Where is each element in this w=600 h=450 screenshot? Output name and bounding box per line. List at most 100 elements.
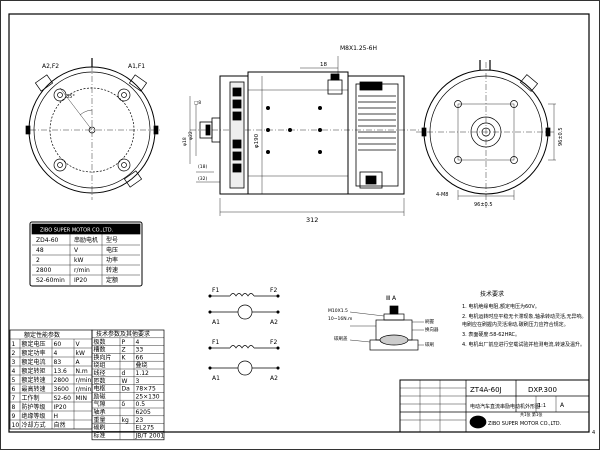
tech-req-title: 技术要求 <box>480 290 504 298</box>
spec-table-cell: 9 <box>12 413 16 420</box>
spec-table-cell: A <box>76 359 81 366</box>
nameplate-cell: ZD4-60 <box>36 237 59 244</box>
title-block <box>399 379 590 433</box>
nameplate-cell: 串励电机 <box>74 236 98 244</box>
spec-table-cell: S2-60 <box>54 395 72 402</box>
nameplate-cell: S2-60min <box>36 277 65 284</box>
param-table-cell: 重量 <box>94 416 106 424</box>
spec-table-cell: 额定电流 <box>22 358 46 366</box>
front-terminal-left: A2,F2 <box>42 63 59 70</box>
param-table-cell: Da <box>122 386 131 393</box>
param-table-cell: 33 <box>136 347 144 354</box>
param-table-cell: JB/T 2001 <box>135 432 165 439</box>
param-table-cell: 23 <box>136 417 144 424</box>
title-scale: 1:1 <box>538 403 546 409</box>
nameplate-cell: 功率 <box>106 256 118 264</box>
tech-req-0: 1. 电机绝缘电阻,额定电压为60V。 <box>462 303 540 310</box>
wiring-label-2: A1 <box>212 319 220 326</box>
side-top-dim: 18 <box>320 62 327 68</box>
param-table-cell: 0.5 <box>136 401 146 408</box>
param-table-cell: 线径 <box>94 369 106 377</box>
spec-table-cell: 10 <box>12 422 20 429</box>
title-name: 电动汽车直流串励电动机外形图 <box>470 403 540 410</box>
wiring-label-3: A2 <box>270 319 278 326</box>
spec-table-cell: IP20 <box>54 404 67 411</box>
side-length-dim: 312 <box>306 216 318 224</box>
spec-table-cell: 绝缘等级 <box>22 412 46 420</box>
param-table-cell: 轴承 <box>94 408 106 416</box>
front-view <box>25 58 162 200</box>
front-terminal-right: A1,F1 <box>128 63 145 70</box>
title-model: ZT4A-60J <box>470 386 502 394</box>
spec-table-cell: 5 <box>12 377 16 384</box>
nameplate-cell: 48 <box>36 247 44 254</box>
param-table-frame <box>91 329 165 441</box>
param-table-cell: 换向片 <box>94 353 112 361</box>
param-table-cell: W <box>122 378 128 385</box>
side-diameter: φ190 <box>254 133 260 148</box>
spec-table-cell: V <box>76 341 81 348</box>
detail-note-2: 碳刷盖 <box>334 335 348 342</box>
end-dim-bottom: 96±0.5 <box>474 202 493 208</box>
spec-table-cell: MIN <box>76 395 87 402</box>
spec-table-cell: 8 <box>12 404 16 411</box>
nameplate-cell: 转速 <box>106 266 118 274</box>
spec-table-cell: 3 <box>12 359 16 366</box>
spec-table-cell: N.m <box>76 368 88 375</box>
side-dim-7: (18) <box>198 164 207 170</box>
spec-table-cell: 额定转矩 <box>22 367 46 375</box>
param-table-cell: 78×75 <box>136 386 156 393</box>
spec-table-cell: 自然 <box>54 421 66 429</box>
param-table-cell: 25×130 <box>136 393 160 400</box>
detail-note-3: 刷握 <box>425 318 434 325</box>
param-table-cell: P <box>122 339 126 346</box>
spec-table-cell: 额定电压 <box>22 340 46 348</box>
nameplate <box>29 221 143 287</box>
detail-a <box>349 305 424 351</box>
side-dim-2: φ22 <box>188 131 194 140</box>
corner-mark: 4 <box>592 430 595 436</box>
title-drawing-no: DXP.300 <box>528 386 557 394</box>
wiring-label-1: F2 <box>270 287 277 294</box>
param-table-cell: 66 <box>136 354 144 361</box>
end-dim-right: 96±0.5 <box>558 127 564 146</box>
spec-table-cell: 1 <box>12 341 16 348</box>
spec-table-cell: 7 <box>12 395 16 402</box>
nameplate-cell: kW <box>74 257 83 264</box>
tech-req-2: 电刷应在刷握内灵活滑动,碳刷压力应符合规定。 <box>462 321 569 328</box>
param-table-cell: 匝数 <box>94 377 106 385</box>
front-angle: 35° <box>66 94 75 100</box>
param-table-cell: d <box>122 370 126 377</box>
wiring-label-6: A1 <box>212 375 220 382</box>
end-view <box>416 60 556 208</box>
param-table-cell: kg <box>122 417 129 424</box>
param-table-cell: 3 <box>136 378 140 385</box>
wiring-label-5: F2 <box>270 339 277 346</box>
spec-table-cell: 83 <box>54 359 62 366</box>
wiring-label-0: F1 <box>212 287 219 294</box>
detail-note-4: 换向器 <box>425 326 439 333</box>
spec-table-cell: 额定功率 <box>22 349 46 357</box>
nameplate-brand: ZIBO SUPER MOTOR CO.,LTD. <box>40 228 114 234</box>
side-dim-1: φ18 <box>182 137 188 146</box>
detail-title: Ⅲ A <box>386 295 397 302</box>
nameplate-cell: 型号 <box>106 236 118 244</box>
spec-table-cell: 工作制 <box>22 394 40 402</box>
detail-note-0: M10X1.5 <box>328 308 348 314</box>
nameplate-cell: IP20 <box>74 277 87 284</box>
spec-table-cell: 冷却方式 <box>22 421 46 429</box>
wiring-label-7: A2 <box>270 375 278 382</box>
side-dim-0: □8 <box>194 100 201 106</box>
param-table-cell: 4 <box>136 339 140 346</box>
spec-table-cell: 4 <box>12 368 16 375</box>
param-table-cell: 1.12 <box>136 370 150 377</box>
wiring-label-4: F1 <box>212 339 219 346</box>
wiring-diagram <box>208 293 280 376</box>
spec-table-cell: 13.6 <box>54 368 68 375</box>
spec-table-cell: 最高转速 <box>22 385 46 393</box>
